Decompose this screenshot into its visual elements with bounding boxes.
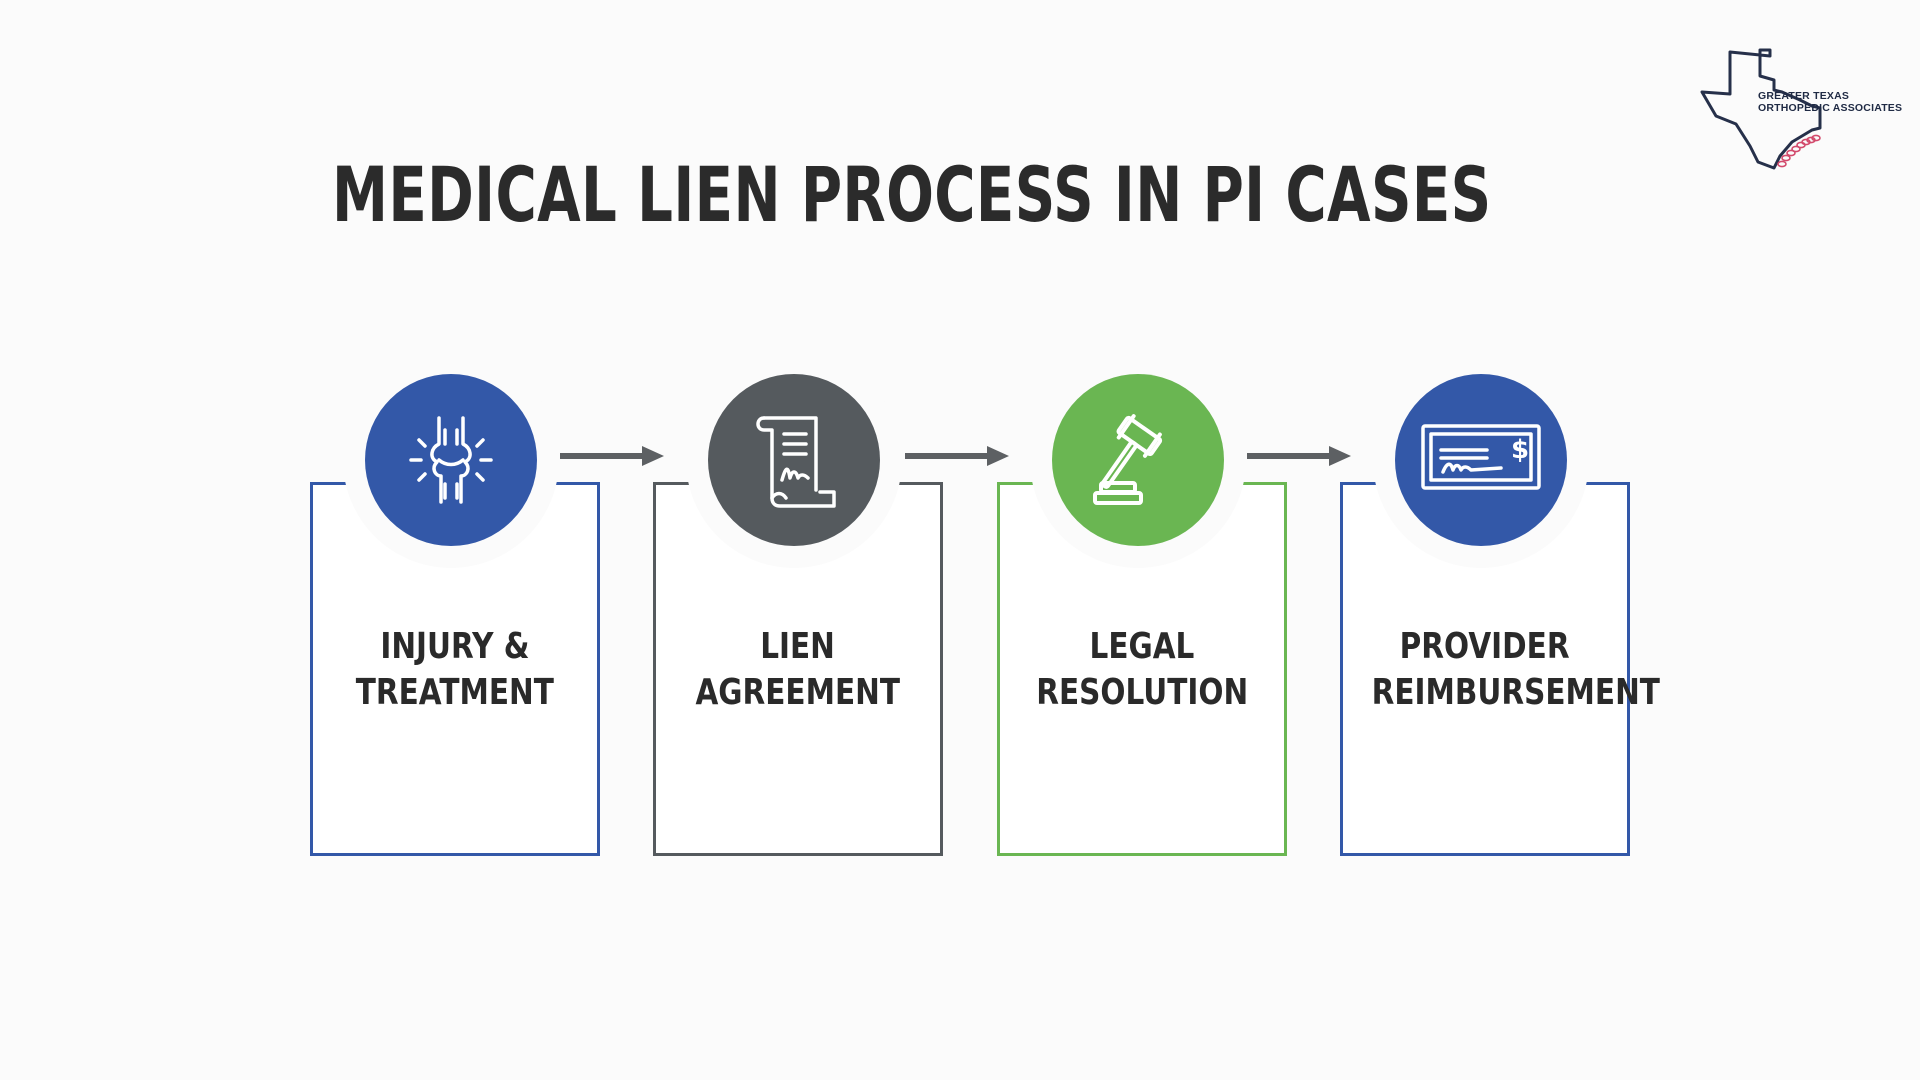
step-label-line-1: LEGAL (1089, 626, 1195, 667)
company-logo: GREATER TEXAS ORTHOPEDIC ASSOCIATES (1700, 46, 1902, 176)
knee-joint-icon (409, 416, 493, 504)
step-box (653, 482, 943, 856)
logo-wordmark: GREATER TEXAS ORTHOPEDIC ASSOCIATES (1758, 90, 1902, 114)
step-label-line-1: PROVIDER (1400, 626, 1570, 667)
gavel-icon (1093, 414, 1163, 505)
step-label-line-2: REIMBURSEMENT (1371, 672, 1660, 713)
step-label-line-2: AGREEMENT (695, 672, 901, 713)
texas-outline-spine-icon (1700, 48, 1822, 170)
step-lien-agreement: LIEN AGREEMENT (653, 374, 943, 856)
step-label: LIEN AGREEMENT (653, 624, 943, 716)
logo-line-2: ORTHOPEDIC ASSOCIATES (1758, 102, 1903, 114)
step-label: LEGAL RESOLUTION (997, 624, 1287, 716)
step-label-line-1: INJURY & (380, 626, 530, 667)
arrow-right-icon (1247, 446, 1351, 466)
step-icon-circle: $ (1395, 374, 1567, 546)
arrow-right-icon (560, 446, 664, 466)
step-label-line-2: RESOLUTION (1036, 672, 1248, 713)
arrow-right-icon (905, 446, 1009, 466)
step-label: PROVIDER REIMBURSEMENT (1340, 624, 1660, 716)
step-label: INJURY & TREATMENT (310, 624, 600, 716)
logo-line-1: GREATER TEXAS (1758, 90, 1850, 102)
step-provider-reimbursement: $ PROVIDER REIMBURSEMENT (1340, 374, 1660, 856)
page-title: MEDICAL LIEN PROCESS IN PI CASES (332, 150, 1492, 239)
step-label-line-2: TREATMENT (355, 672, 555, 713)
signed-scroll-icon (756, 416, 836, 508)
step-legal-resolution: LEGAL RESOLUTION (997, 374, 1287, 856)
step-label-line-1: LIEN (760, 626, 836, 667)
check-payment-icon: $ (1421, 424, 1541, 490)
step-injury-treatment: INJURY & TREATMENT (310, 374, 600, 856)
step-icon-circle (1052, 374, 1224, 546)
svg-text:$: $ (1511, 435, 1529, 465)
step-icon-circle (708, 374, 880, 546)
step-icon-circle (365, 374, 537, 546)
